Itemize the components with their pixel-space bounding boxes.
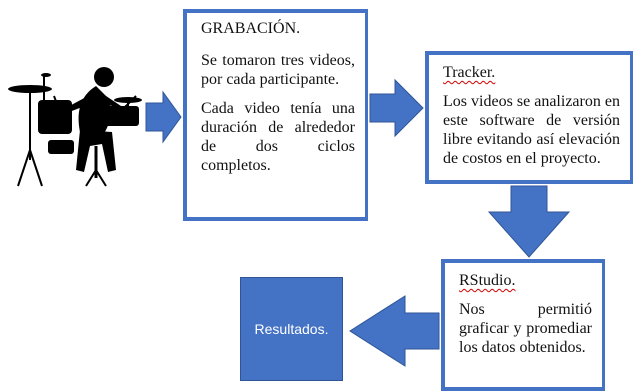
grabacion-box: GRABACIÓN. Se tomaron tres videos, por c… bbox=[183, 9, 368, 221]
tracker-paragraph: Los videos se analizaron en este softwar… bbox=[443, 93, 620, 167]
grabacion-title: GRABACIÓN. bbox=[201, 20, 301, 37]
tracker-box: Tracker. Los videos se analizaron en est… bbox=[425, 51, 633, 184]
grabacion-paragraph-2: Cada video tenía una duración de alreded… bbox=[201, 100, 355, 174]
rstudio-box: RStudio. Nos permitió graficar y promedi… bbox=[441, 259, 605, 391]
grabacion-paragraph-1: Se tomaron tres videos, por cada partici… bbox=[201, 52, 355, 88]
arrow-left bbox=[349, 295, 440, 367]
arrow-down bbox=[487, 185, 571, 258]
rstudio-paragraph: Nos permitió graficar y promediar los da… bbox=[459, 301, 592, 356]
drummer-silhouette-icon bbox=[8, 67, 142, 187]
arrow-right-1 bbox=[145, 90, 182, 144]
rstudio-title: RStudio. bbox=[459, 272, 516, 289]
arrow-right-2 bbox=[369, 78, 424, 138]
resultados-box: Resultados. bbox=[240, 277, 343, 381]
resultados-label: Resultados. bbox=[254, 321, 329, 337]
tracker-title: Tracker. bbox=[443, 64, 496, 81]
